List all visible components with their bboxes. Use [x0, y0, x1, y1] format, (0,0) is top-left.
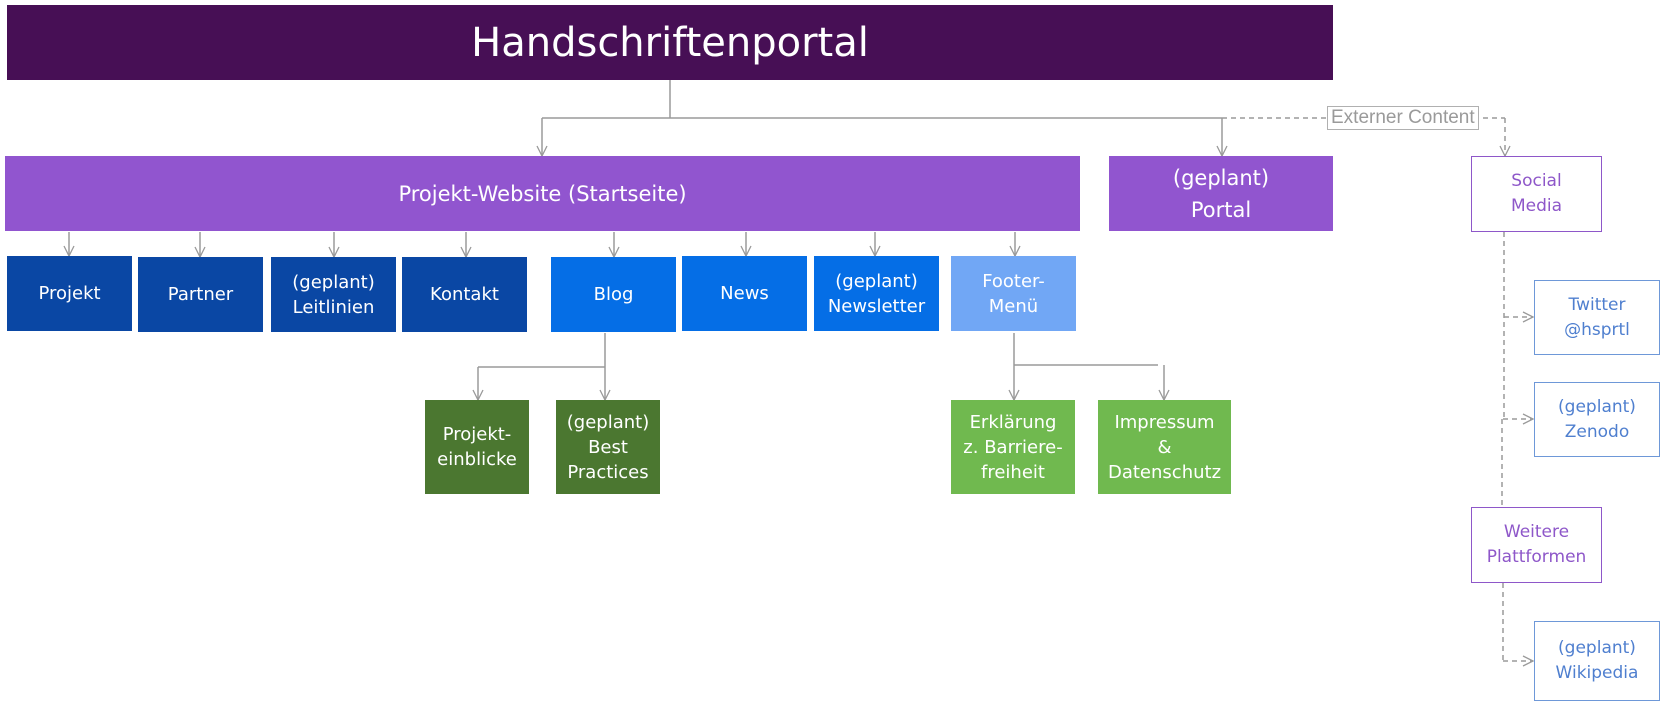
connector-footer: [1013, 333, 1158, 366]
einblicke-node: Projekt- einblicke: [425, 400, 529, 494]
website-node: Projekt-Website (Startseite): [5, 156, 1080, 231]
newsletter-node: (geplant) Newsletter: [814, 256, 939, 331]
weitere-plattformen-node: Weitere Plattformen: [1471, 507, 1602, 583]
connector-social-down: [1501, 232, 1505, 507]
footer-menu-node: Footer- Menü: [951, 256, 1076, 331]
portal-node: (geplant) Portal: [1109, 156, 1333, 231]
barriere-node: Erklärung z. Barriere- freiheit: [951, 400, 1075, 494]
news-node: News: [682, 256, 807, 331]
partner-node: Partner: [138, 257, 263, 332]
connector-blog: [478, 333, 606, 368]
twitter-node: Twitter @hsprtl: [1534, 280, 1660, 355]
connector-title: [542, 80, 1222, 119]
best-practices-node: (geplant) Best Practices: [556, 400, 660, 494]
leitlinien-node: (geplant) Leitlinien: [271, 257, 396, 332]
social-media-node: Social Media: [1471, 156, 1602, 232]
wikipedia-node: (geplant) Wikipedia: [1534, 621, 1660, 701]
external-content-label: Externer Content: [1327, 106, 1479, 130]
blog-node: Blog: [551, 257, 676, 332]
title-box: Handschriftenportal: [7, 5, 1333, 80]
zenodo-node: (geplant) Zenodo: [1534, 382, 1660, 457]
kontakt-node: Kontakt: [402, 257, 527, 332]
projekt-node: Projekt: [7, 256, 132, 331]
impressum-node: Impressum & Datenschutz: [1098, 400, 1231, 494]
